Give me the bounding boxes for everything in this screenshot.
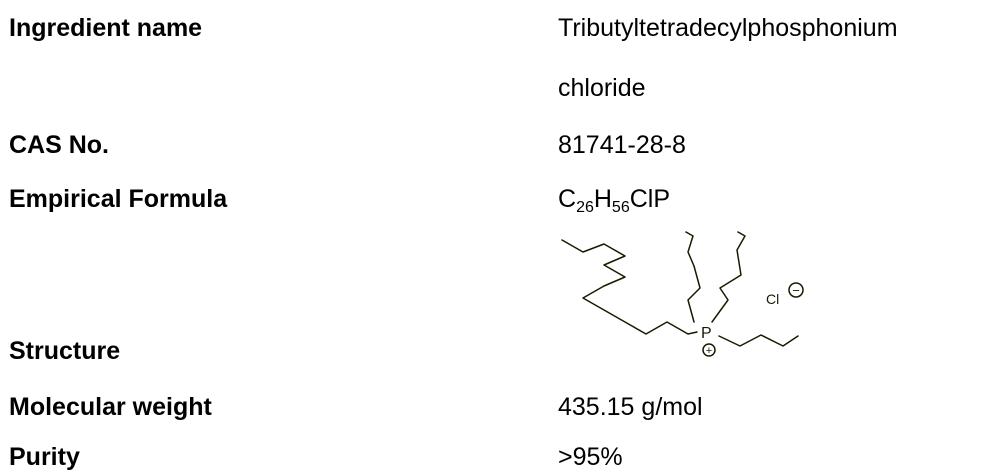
molecular-weight-value: 435.15 g/mol — [558, 393, 703, 421]
butyl-chain-3-bond — [718, 334, 799, 347]
molecular-weight-label: Molecular weight — [9, 393, 212, 421]
cas-number-value: 81741-28-8 — [558, 131, 686, 159]
ingredient-name-label: Ingredient name — [9, 14, 203, 42]
butyl-chain-2-bond — [711, 231, 746, 323]
counterion-chloride: Cl — [766, 291, 779, 307]
cation-charge-circle — [702, 343, 716, 357]
cas-number-label: CAS No. — [9, 131, 109, 159]
ingredient-name-value-line1: Tributyltetradecylphosphonium — [558, 14, 898, 42]
butyl-chain-1-bond — [685, 231, 701, 323]
structure-label: Structure — [9, 337, 121, 365]
empirical-formula-label: Empirical Formula — [9, 185, 228, 213]
formula-hydrogen: H — [593, 185, 612, 213]
formula-hydrogen-count: 56 — [611, 199, 630, 216]
purity-label: Purity — [9, 443, 80, 471]
empirical-formula-value: C26H56ClP — [558, 184, 671, 216]
chemical-structure-diagram: P + Cl − — [561, 231, 804, 357]
phosphorus-atom: P — [701, 325, 712, 342]
formula-carbon-count: 26 — [576, 199, 594, 216]
anion-minus-sign: − — [792, 283, 800, 298]
cation-plus-sign: + — [706, 345, 712, 357]
ingredient-name-value-line2: chloride — [558, 74, 646, 102]
formula-rest: ClP — [629, 185, 671, 213]
purity-value: >95% — [558, 443, 623, 471]
anion-charge-circle — [788, 282, 804, 298]
tetradecyl-chain-bond — [561, 239, 698, 335]
formula-carbon: C — [558, 185, 577, 213]
